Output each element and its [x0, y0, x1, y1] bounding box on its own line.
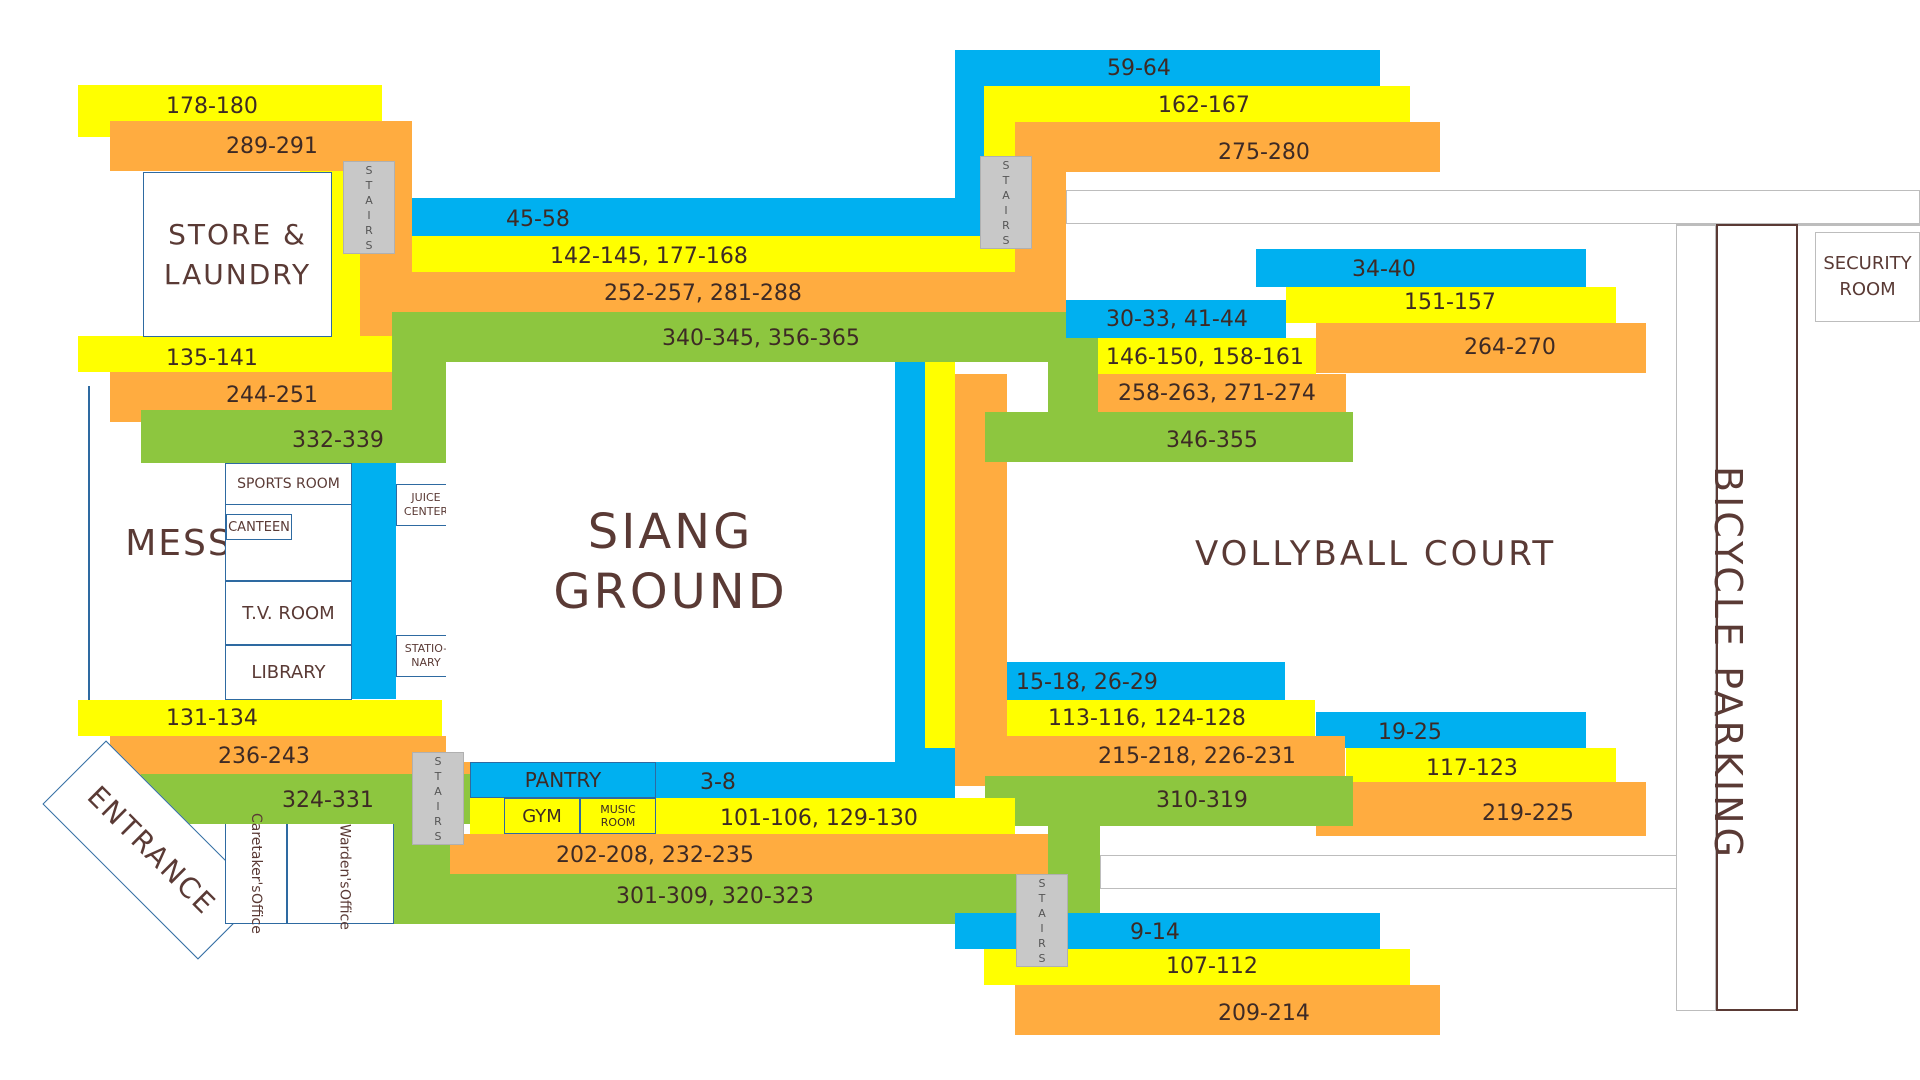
- floor-bar-yellow: [78, 700, 442, 736]
- floor-bar-orange: [1098, 374, 1346, 412]
- room-range-label: 15-18, 26-29: [1016, 670, 1158, 695]
- room-range-label: 117-123: [1426, 756, 1518, 781]
- floor-bar-blue: [955, 50, 1380, 86]
- room-range-label: 310-319: [1156, 788, 1248, 813]
- room-range-label: 151-157: [1404, 290, 1496, 315]
- floor-bar-orange: [1015, 122, 1440, 172]
- floor-bar-blue: [895, 362, 925, 748]
- room-range-label: 244-251: [226, 383, 318, 408]
- room-range-label: 340-345, 356-365: [662, 326, 860, 351]
- floor-bar-orange: [450, 834, 1048, 874]
- floor-bar-orange: [1007, 736, 1345, 776]
- stationary: STATIO-NARY: [396, 635, 456, 677]
- floor-bar-blue: [1256, 249, 1586, 287]
- room-range-label: 107-112: [1166, 954, 1258, 979]
- siang-ground: SIANG GROUND: [446, 362, 895, 762]
- floor-bar-green: [985, 412, 1353, 462]
- floor-bar-yellow: [412, 236, 1064, 272]
- floor-bar-orange: [1015, 985, 1440, 1035]
- pantry: PANTRY: [470, 762, 656, 798]
- floor-bar-blue: [1316, 712, 1586, 748]
- floor-bar-yellow: [925, 362, 955, 748]
- floor-bar-green: [1048, 362, 1098, 412]
- floor-bar-green: [392, 312, 1098, 362]
- floor-bar-orange: [1316, 323, 1646, 373]
- parking-top-outline: [1676, 224, 1920, 226]
- floor-bar-blue: [412, 198, 982, 236]
- room-range-label: 19-25: [1378, 720, 1442, 745]
- room-range-label: 275-280: [1218, 140, 1310, 165]
- floor-bar-yellow: [1098, 338, 1316, 374]
- room-range-label: 252-257, 281-288: [604, 281, 802, 306]
- room-range-label: 258-263, 271-274: [1118, 381, 1316, 406]
- room-range-label: 146-150, 158-161: [1106, 345, 1304, 370]
- library: LIBRARY: [225, 645, 352, 700]
- room-range-label: 346-355: [1166, 428, 1258, 453]
- floor-bar-yellow: [1346, 748, 1616, 782]
- floor-bar-blue: [1066, 300, 1286, 338]
- room-range-label: 3-8: [700, 770, 736, 795]
- floor-bar-yellow: [984, 86, 1410, 122]
- room-range-label: 332-339: [292, 428, 384, 453]
- room-range-label: 59-64: [1107, 56, 1171, 81]
- floor-bar-orange: [1316, 782, 1646, 836]
- floor-bar-blue: [895, 748, 955, 798]
- room-range-label: 9-14: [1130, 920, 1180, 945]
- room-range-label: 142-145, 177-168: [550, 244, 748, 269]
- room-range-label: 202-208, 232-235: [556, 843, 754, 868]
- floor-bar-yellow: [78, 336, 408, 372]
- volleyball-court: VOLLYBALL COURT: [1195, 534, 1557, 574]
- floor-bar-blue: [1007, 662, 1285, 700]
- room-range-label: 30-33, 41-44: [1106, 307, 1248, 332]
- floor-bar-green: [392, 362, 446, 410]
- room-range-label: 324-331: [282, 788, 374, 813]
- room-range-label: 215-218, 226-231: [1098, 744, 1296, 769]
- room-range-label: 178-180: [166, 94, 258, 119]
- room-range-label: 45-58: [506, 207, 570, 232]
- canteen: CANTEEN: [226, 514, 292, 540]
- floor-bar-orange: [412, 272, 1066, 312]
- room-range-label: 219-225: [1482, 801, 1574, 826]
- room-range-label: 209-214: [1218, 1001, 1310, 1026]
- room-range-label: 236-243: [218, 744, 310, 769]
- floor-bar-green: [985, 776, 1353, 826]
- tv-room: T.V. ROOM: [225, 581, 352, 645]
- room-range-label: 135-141: [166, 346, 258, 371]
- room-range-label: 289-291: [226, 134, 318, 159]
- upper-corridor-outline: [1066, 190, 1920, 224]
- gym: GYM: [504, 798, 580, 834]
- room-range-label: 131-134: [166, 706, 258, 731]
- room-range-label: 101-106, 129-130: [720, 806, 918, 831]
- floor-bar-yellow: [1007, 700, 1315, 736]
- mess: MESS: [88, 386, 231, 700]
- store-laundry: STORE &LAUNDRY: [143, 172, 332, 337]
- floor-bar-green: [1048, 826, 1100, 874]
- room-range-label: 301-309, 320-323: [616, 884, 814, 909]
- floor-bar-yellow: [1286, 287, 1616, 323]
- room-range-label: 264-270: [1464, 335, 1556, 360]
- room-range-label: 113-116, 124-128: [1048, 706, 1246, 731]
- parking-border: [1716, 224, 1798, 1011]
- lower-corridor-outline: [1100, 855, 1677, 889]
- floor-bar-blue: [352, 463, 396, 699]
- room-range-label: 34-40: [1352, 257, 1416, 282]
- sports-room: SPORTS ROOM: [225, 463, 352, 505]
- room-range-label: 162-167: [1158, 93, 1250, 118]
